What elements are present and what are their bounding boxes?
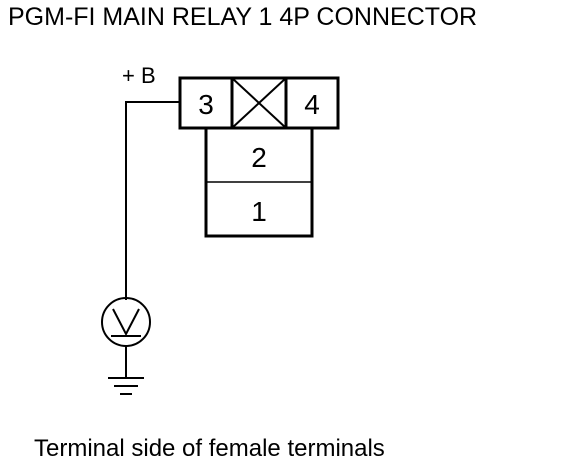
terminal-3-label: 3 <box>198 89 214 120</box>
connector-top-row <box>178 76 340 130</box>
probe-label: + B <box>122 63 156 88</box>
terminal-1-label: 1 <box>251 196 267 227</box>
empty-cavity-mark-b <box>231 77 287 129</box>
terminal-4-label: 4 <box>304 89 320 120</box>
diagram-caption: Terminal side of female terminals <box>34 435 385 462</box>
voltmeter-icon <box>101 297 151 347</box>
terminal-2-label: 2 <box>251 142 267 173</box>
test-lead-wire <box>125 101 180 300</box>
diagram-title: PGM-FI MAIN RELAY 1 4P CONNECTOR <box>8 3 478 31</box>
ground-icon <box>108 377 144 395</box>
